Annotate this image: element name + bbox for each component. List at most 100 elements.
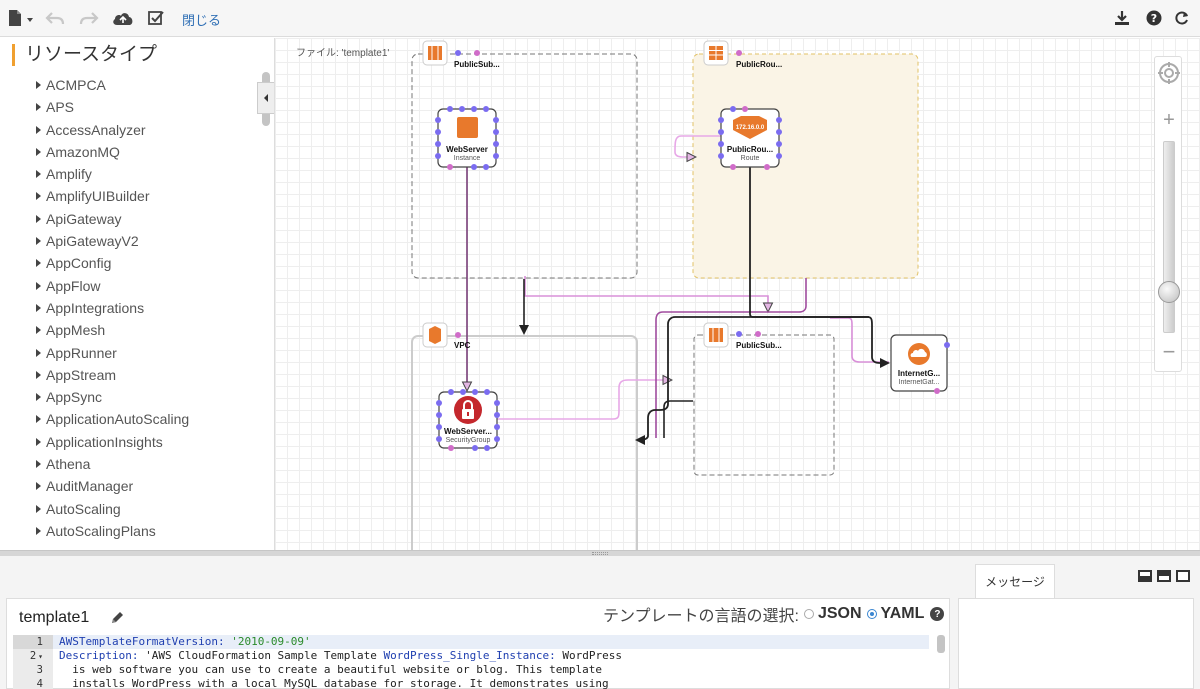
code-line[interactable]: AWSTemplateFormatVersion: '2010-09-09' (53, 635, 929, 649)
yaml-radio[interactable] (866, 609, 877, 619)
line-number-fold[interactable]: 2▾ (29, 650, 43, 662)
edge-route-self[interactable] (674, 135, 729, 157)
edge-route-vpc[interactable] (635, 316, 869, 445)
resource-type-item[interactable]: Athena (36, 453, 256, 475)
resource-type-item[interactable]: AccessAnalyzer (36, 119, 256, 141)
webserver-securitygroup-node[interactable]: WebServer... SecurityGroup (436, 389, 500, 451)
vpc-badge[interactable]: VPC (422, 322, 471, 350)
language-help-icon[interactable]: ? (930, 607, 945, 621)
expand-triangle-icon (36, 147, 41, 156)
resource-type-item[interactable]: AppStream (36, 364, 256, 386)
bottom-panel: template1 テンプレートの言語の選択: JSON YAML ? 1 2▾… (0, 556, 1200, 689)
help-button[interactable]: ? (1144, 8, 1164, 28)
validate-button[interactable] (146, 8, 166, 28)
vpc-container[interactable] (411, 335, 638, 550)
resource-type-item[interactable]: AmplifyUIBuilder (36, 185, 256, 207)
splitter-grip[interactable] (592, 552, 608, 555)
file-menu-button[interactable] (6, 8, 34, 28)
resource-type-item[interactable]: ApiGatewayV2 (36, 230, 256, 252)
resource-type-item[interactable]: ACMPCA (36, 74, 256, 96)
subnet-2-badge[interactable]: PublicSub... (703, 322, 782, 350)
public-subnet-1-container[interactable] (411, 53, 638, 279)
public-subnet-2-container[interactable] (693, 334, 835, 476)
resource-type-item[interactable]: APS (36, 96, 256, 118)
code-editor[interactable]: 1 2▾ 3 4 AWSTemplateFormatVersion: '2010… (13, 635, 939, 689)
resource-type-item[interactable]: Amplify (36, 163, 256, 185)
resource-type-item[interactable]: ApiGateway (36, 208, 256, 230)
code-scrollbar[interactable] (937, 635, 945, 653)
subnet-2-label: PublicSub... (736, 341, 782, 350)
internet-gateway-node[interactable]: InternetG... InternetGat... (890, 334, 950, 394)
resource-type-panel: リソースタイプ ACMPCA APS AccessAnalyzer Amazon… (0, 38, 274, 550)
public-route-node[interactable]: 172.16.0.0 PublicRou... Route (718, 106, 782, 170)
zoom-slider-track[interactable] (1163, 141, 1175, 333)
redo-button[interactable] (78, 8, 100, 28)
resource-type-item[interactable]: AppIntegrations (36, 297, 256, 319)
panel-splitter[interactable] (0, 550, 1200, 556)
undo-button[interactable] (44, 8, 66, 28)
yaml-option-label[interactable]: YAML (880, 605, 925, 622)
zoom-slider-thumb[interactable] (1158, 281, 1180, 303)
download-button[interactable] (1112, 8, 1132, 28)
layout-full-icon[interactable] (1176, 570, 1190, 582)
zoom-out-button[interactable]: − (1162, 339, 1176, 364)
expand-triangle-icon (36, 303, 41, 312)
json-radio[interactable] (803, 609, 814, 619)
resource-type-item[interactable]: AppSync (36, 386, 256, 408)
resource-type-item[interactable]: AmazonMQ (36, 141, 256, 163)
route-type: Route (741, 155, 760, 162)
collapse-sidebar-button[interactable] (257, 82, 274, 114)
instance-name: WebServer (446, 145, 488, 154)
refresh-button[interactable] (1172, 8, 1192, 28)
fold-arrow-icon[interactable]: ▾ (38, 652, 43, 661)
resource-type-item[interactable]: AppMesh (36, 319, 256, 341)
json-option-label[interactable]: JSON (817, 605, 862, 622)
resource-type-item[interactable]: AutoScalingPlans (36, 520, 256, 542)
edge-to-igw-pink[interactable] (830, 317, 889, 363)
pencil-icon[interactable] (109, 610, 125, 626)
webserver-instance-node[interactable]: WebServer Instance (435, 106, 499, 170)
layout-bottom-icon[interactable] (1138, 570, 1152, 582)
resource-type-item[interactable]: AutoScaling (36, 498, 256, 520)
messages-tab[interactable]: メッセージ (975, 564, 1055, 598)
design-canvas[interactable]: PublicSub... PublicRou... WebServer Inst… (274, 38, 1200, 550)
resource-type-item[interactable]: ApplicationInsights (36, 431, 256, 453)
edge-routetable-left[interactable] (655, 278, 807, 438)
code-line[interactable]: installs WordPress with a local MySQL da… (59, 677, 609, 689)
expand-triangle-icon (36, 370, 41, 379)
language-selector: テンプレートの言語の選択: JSON YAML ? (603, 603, 945, 625)
resource-type-title: リソースタイプ (12, 44, 157, 66)
routetable-badge[interactable]: PublicRou... (703, 40, 782, 69)
resource-type-item[interactable]: AuditManager (36, 475, 256, 497)
layout-top-icon[interactable] (1157, 570, 1171, 582)
file-label: ファイル: 'template1' (296, 48, 390, 59)
expand-triangle-icon (36, 504, 41, 513)
edge-subnet2-vpc[interactable] (663, 400, 693, 438)
code-lines[interactable]: AWSTemplateFormatVersion: '2010-09-09' D… (53, 635, 929, 689)
subnet-1-badge[interactable]: PublicSub... (422, 40, 500, 69)
edge-sg-subnet[interactable] (497, 380, 671, 420)
code-line[interactable]: Description: 'AWS CloudFormation Sample … (59, 649, 622, 662)
fit-to-screen-icon[interactable] (1158, 62, 1180, 84)
toolbar: 閉じる ? (0, 0, 1200, 37)
edge-subnet-routetable[interactable] (524, 276, 768, 311)
refresh-icon (1175, 11, 1188, 25)
code-line[interactable]: is web software you can use to create a … (59, 663, 603, 676)
redo-icon (79, 12, 99, 25)
resource-type-item[interactable]: ApplicationAutoScaling (36, 408, 256, 430)
close-link[interactable]: 閉じる (182, 13, 222, 28)
expand-triangle-icon (36, 482, 41, 491)
layout-toggles (1138, 570, 1190, 582)
line-number: 3 (36, 664, 43, 676)
route-name: PublicRou... (727, 145, 773, 154)
resource-type-item[interactable]: AppConfig (36, 252, 256, 274)
resource-type-item[interactable]: AppRunner (36, 342, 256, 364)
resource-type-item[interactable]: AppFlow (36, 275, 256, 297)
messages-panel (958, 598, 1194, 689)
route-shield-icon (733, 116, 767, 139)
zoom-in-button[interactable]: + (1163, 109, 1175, 131)
upload-cloud-button[interactable] (112, 8, 134, 28)
subnet-1-label: PublicSub... (454, 60, 500, 69)
expand-triangle-icon (36, 526, 41, 535)
